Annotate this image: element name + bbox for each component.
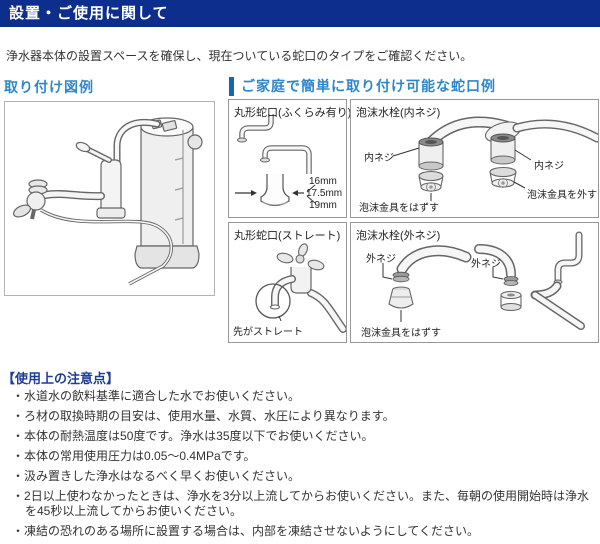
note-item: ・水道水の飲料基準に適合した水でお使いください。	[12, 389, 594, 404]
box-title-round-bulge: 丸形蛇口(ふくらみ有り)	[234, 107, 352, 119]
remove-fitting-label-2: 泡沫金具を外す	[527, 190, 597, 201]
aerator-outer-illustration	[382, 231, 585, 330]
example-box-round-bulge: 丸形蛇口(ふくらみ有り) 16mm 17.5mm 19mm	[228, 99, 351, 218]
box-title-aerator-outer: 泡沫水栓(外ネジ)	[356, 230, 441, 242]
outer-thread-label-2: 外ネジ	[471, 259, 501, 270]
note-bullet: ・	[12, 389, 25, 403]
remove-fitting-label-1: 泡沫金具をはずす	[359, 203, 439, 214]
size-label-17-5mm: 17.5mm	[306, 188, 343, 199]
note-text: 本体の耐熱温度は50度です。浄水は35度以下でお使いください。	[24, 429, 374, 443]
install-example-heading: 取り付け図例	[4, 79, 94, 95]
example-box-round-straight: 丸形蛇口(ストレート) 先がストレート	[228, 222, 347, 343]
note-item: ・2日以上使わなかったときは、浄水を3分以上流してからお使いください。また、毎朝…	[12, 489, 594, 519]
note-text: 汲み置きした浄水はなるべく早くお使いください。	[24, 469, 301, 483]
box-title-aerator-inner: 泡沫水栓(内ネジ)	[356, 107, 441, 119]
straight-tip-label: 先がストレート	[233, 327, 303, 338]
notes-heading: 【使用上の注意点】	[2, 371, 120, 386]
heading-accent-bar	[229, 76, 234, 96]
note-item: ・本体の常用使用圧力は0.05～0.4MPaです。	[12, 449, 594, 464]
page-header-bar: 設置・ご使用に関して	[0, 0, 600, 27]
install-example-illustration	[4, 101, 215, 296]
note-item: ・凍結の恐れのある場所に設置する場合は、内部を凍結させないようにしてください。	[12, 524, 594, 539]
intro-text: 浄水器本体の設置スペースを確保し、現在ついている蛇口のタイプをご確認ください。	[6, 49, 473, 63]
round-straight-faucet-illustration	[255, 243, 346, 333]
faucet-examples-heading-row: ご家庭で簡単に取り付け可能な蛇口例	[229, 76, 496, 96]
outer-thread-label-1: 外ネジ	[366, 254, 396, 265]
note-bullet: ・	[12, 449, 25, 463]
example-box-aerator-inner: 泡沫水栓(内ネジ) 内ネジ 泡沫金具をはずす 内ネジ 泡沫金具を外す	[350, 99, 599, 218]
inner-thread-label-2: 内ネジ	[534, 161, 564, 172]
example-box-aerator-outer: 泡沫水栓(外ネジ) 外ネジ 外ネジ 泡沫金具をはずす	[350, 222, 599, 343]
note-bullet: ・	[12, 429, 25, 443]
aerator-inner-illustration	[392, 116, 598, 201]
note-text: 水道水の飲料基準に適合した水でお使いください。	[24, 389, 301, 403]
box-title-round-straight: 丸形蛇口(ストレート)	[234, 230, 341, 242]
size-label-19mm: 19mm	[309, 200, 337, 211]
note-text: 本体の常用使用圧力は0.05～0.4MPaです。	[24, 449, 256, 463]
size-label-16mm: 16mm	[309, 176, 337, 187]
note-bullet: ・	[12, 524, 25, 538]
page-title: 設置・ご使用に関して	[9, 5, 169, 22]
note-bullet: ・	[12, 469, 25, 483]
note-item: ・汲み置きした浄水はなるべく早くお使いください。	[12, 469, 594, 484]
note-text: 凍結の恐れのある場所に設置する場合は、内部を凍結させないようにしてください。	[24, 524, 480, 538]
inner-thread-label-1: 内ネジ	[364, 153, 394, 164]
note-bullet: ・	[12, 409, 25, 423]
notes-list: ・水道水の飲料基準に適合した水でお使いください。 ・ろ材の取換時期の目安は、使用…	[12, 389, 594, 544]
remove-fitting-label-3: 泡沫金具をはずす	[361, 328, 441, 339]
note-text: ろ材の取換時期の目安は、使用水量、水質、水圧により異なります。	[24, 409, 395, 423]
note-item: ・ろ材の取換時期の目安は、使用水量、水質、水圧により異なります。	[12, 409, 594, 424]
faucet-examples-heading: ご家庭で簡単に取り付け可能な蛇口例	[241, 78, 496, 94]
note-item: ・本体の耐熱温度は50度です。浄水は35度以下でお使いください。	[12, 429, 594, 444]
faucet-and-purifier-illustration	[12, 117, 203, 286]
round-bulge-faucet-illustration	[235, 114, 316, 207]
note-text: 2日以上使わなかったときは、浄水を3分以上流してからお使いください。また、毎朝の…	[24, 489, 590, 518]
note-bullet: ・	[12, 489, 25, 503]
